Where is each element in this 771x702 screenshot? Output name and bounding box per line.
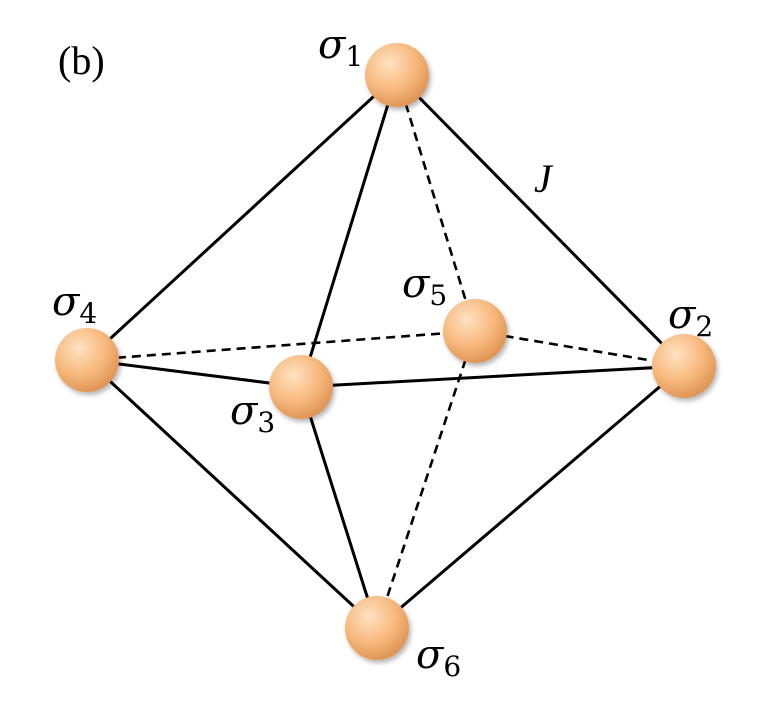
- node-label-s1-sub: 1: [345, 40, 363, 73]
- node-label-s3-symbol: σ: [230, 388, 259, 434]
- node-label-s5-sub: 5: [429, 279, 447, 312]
- node-label-s4-sub: 4: [79, 297, 97, 330]
- edge-s1-s4: [85, 73, 399, 362]
- node-label-s2: σ2: [668, 292, 713, 343]
- node-s3: [269, 355, 333, 419]
- edge-s4-s6: [85, 358, 379, 630]
- edge-s2-s6: [375, 364, 686, 630]
- node-s4: [55, 328, 119, 392]
- edge-s4-s3: [85, 358, 303, 389]
- edge-s3-s6: [299, 385, 379, 630]
- node-label-s3: σ3: [230, 388, 275, 439]
- edge-s1-s3: [299, 73, 399, 389]
- node-s6: [345, 596, 409, 660]
- edge-s4-s5: [86, 329, 476, 362]
- node-label-s4: σ4: [52, 279, 97, 330]
- node-s2: [652, 334, 716, 398]
- node-label-s1-symbol: σ: [318, 22, 347, 68]
- node-label-s6: σ6: [416, 632, 461, 683]
- node-label-s6-symbol: σ: [416, 632, 445, 678]
- node-label-s1: σ1: [318, 22, 363, 73]
- coupling-label: J: [534, 156, 554, 201]
- node-label-s3-sub: 3: [257, 406, 275, 439]
- edge-s5-s2: [474, 329, 685, 368]
- panel-label: (b): [58, 38, 105, 83]
- node-label-s6-sub: 6: [443, 650, 461, 683]
- nodes-layer: [55, 43, 716, 660]
- node-label-s2-symbol: σ: [668, 292, 697, 338]
- edge-s1-s2: [395, 73, 686, 368]
- node-label-s4-symbol: σ: [52, 279, 81, 325]
- node-label-s5: σ5: [402, 261, 447, 312]
- edge-s5-s6: [375, 330, 477, 629]
- node-s1: [365, 43, 429, 107]
- node-label-s5-symbol: σ: [402, 261, 431, 307]
- node-s5: [443, 299, 507, 363]
- node-label-s2-sub: 2: [695, 310, 713, 343]
- edge-s3-s2: [299, 364, 686, 389]
- edges-layer: [85, 73, 686, 630]
